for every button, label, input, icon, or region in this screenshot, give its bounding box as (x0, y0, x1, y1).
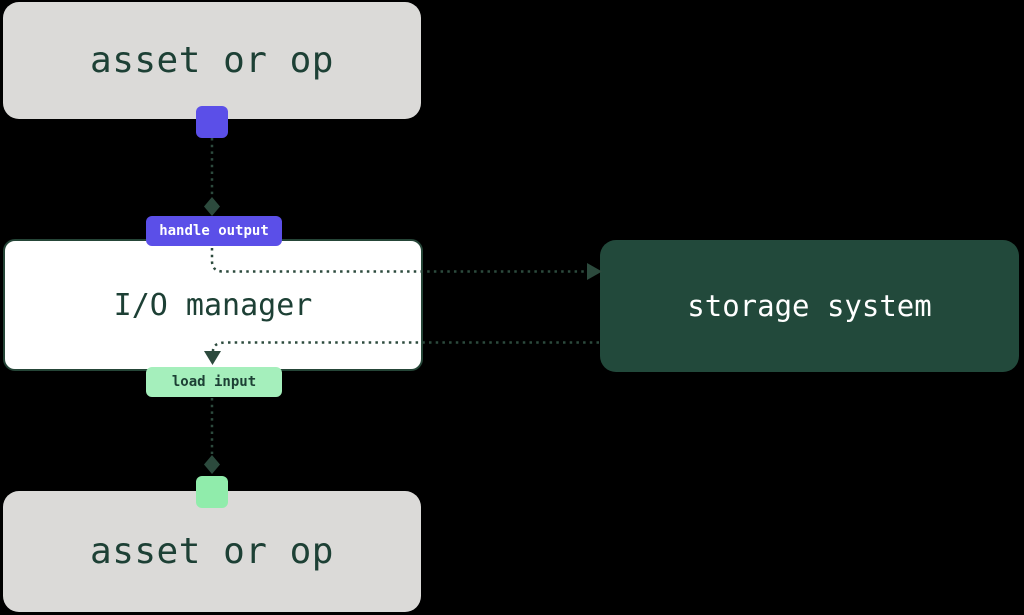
node-storage-system: storage system (600, 240, 1019, 372)
node-asset-or-op-top-label: asset or op (90, 40, 334, 81)
input-port-square-icon (196, 476, 228, 508)
diamond-arrowhead-input (204, 455, 220, 474)
node-io-manager: I/O manager (3, 239, 423, 371)
output-port-square-icon (196, 106, 228, 138)
node-io-manager-label: I/O manager (113, 287, 313, 323)
badge-load-input-label: load input (171, 374, 257, 390)
diamond-arrowhead-output (204, 197, 220, 216)
badge-load-input: load input (146, 367, 282, 397)
badge-handle-output-label: handle output (159, 223, 269, 239)
node-asset-or-op-top: asset or op (3, 2, 421, 119)
node-asset-or-op-bottom: asset or op (3, 491, 421, 612)
node-asset-or-op-bottom-label: asset or op (90, 531, 334, 572)
badge-handle-output: handle output (146, 216, 282, 246)
node-storage-system-label: storage system (687, 289, 932, 323)
